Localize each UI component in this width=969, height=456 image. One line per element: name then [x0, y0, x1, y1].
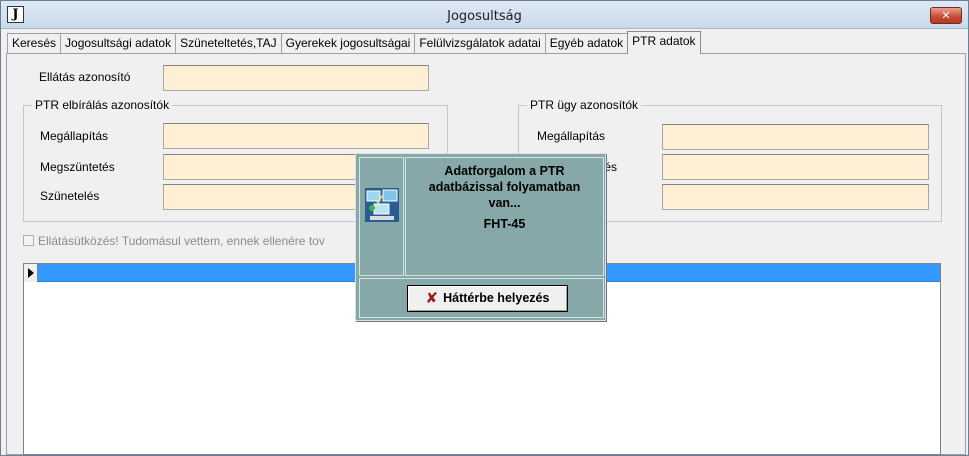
ellatas-azonosito-field[interactable]: [163, 65, 429, 91]
tab-label: Gyerekek jogosultságai: [285, 36, 411, 50]
dialog-code: FHT-45: [483, 217, 526, 231]
ellatasutkozes-checkbox-row[interactable]: Ellátásütközés! Tudomásul vettem, ennek …: [23, 234, 325, 248]
ugy-megszuntetes-field[interactable]: [662, 154, 929, 180]
close-x-icon: ✘: [425, 289, 439, 307]
ugy-megallapitas-field[interactable]: [662, 124, 929, 150]
dialog-button-area: ✘ Háttérbe helyezés: [359, 278, 604, 318]
ugy-megallapitas-label: Megállapítás: [537, 129, 606, 143]
ptr-ugy-group-title: PTR ügy azonosítók: [527, 98, 642, 112]
tab-szuneteltetes-taj[interactable]: Szüneteltetés,TAJ: [175, 33, 282, 53]
tab-strip: Keresés Jogosultsági adatok Szüneteltetés,…: [7, 31, 701, 54]
network-transfer-icon: [365, 188, 399, 222]
ellatasutkozes-checkbox-label: Ellátásütközés! Tudomásul vettem, ennek …: [38, 234, 325, 248]
elbiralas-megallapitas-field[interactable]: [163, 123, 429, 149]
tab-label: Egyéb adatok: [549, 36, 624, 50]
ellatasutkozes-checkbox[interactable]: [23, 235, 34, 246]
tab-label: Felülvizsgálatok adatai: [419, 36, 541, 50]
elbiralas-szuneteles-label: Szünetelés: [40, 189, 100, 203]
window-title: Jogosultság: [447, 9, 522, 24]
tab-label: Jogosultsági adatok: [65, 36, 172, 50]
ellatas-azonosito-label: Ellátás azonosító: [39, 70, 131, 84]
tab-gyerekek-jogosultsagai[interactable]: Gyerekek jogosultságai: [280, 33, 416, 53]
ptr-elbiralas-group-title: PTR elbírálás azonosítók: [32, 98, 173, 112]
close-button[interactable]: ✕: [930, 7, 962, 24]
dialog-icon-cell: [359, 157, 404, 276]
tab-kereses[interactable]: Keresés: [7, 33, 62, 53]
ptr-progress-dialog: Adatforgalom a PTR adatbázissal folyamat…: [355, 153, 606, 321]
title-bar[interactable]: J Jogosultság ✕: [1, 1, 968, 29]
tab-felulvizsgalatok-adatai[interactable]: Felülvizsgálatok adatai: [414, 33, 546, 53]
tab-label: PTR adatok: [632, 34, 696, 48]
tab-label: Szüneteltetés,TAJ: [180, 36, 277, 50]
ugy-szuneteles-field[interactable]: [662, 184, 929, 210]
tab-jogosultsagi-adatok[interactable]: Jogosultsági adatok: [60, 33, 177, 53]
elbiralas-megszuntetes-label: Megszüntetés: [40, 160, 115, 174]
tab-label: Keresés: [12, 36, 57, 50]
ptr-ugy-group: PTR ügy azonosítók: [518, 98, 942, 222]
row-indicator-arrow-icon: [24, 264, 38, 282]
ptr-elbiralas-group: PTR elbírálás azonosítók: [23, 98, 448, 222]
app-icon[interactable]: J: [7, 6, 24, 23]
dialog-text-cell: Adatforgalom a PTR adatbázissal folyamat…: [405, 157, 604, 276]
hatterbe-helyezes-button[interactable]: ✘ Háttérbe helyezés: [407, 285, 568, 312]
tab-egyeb-adatok[interactable]: Egyéb adatok: [544, 33, 629, 53]
elbiralas-megallapitas-label: Megállapítás: [40, 129, 109, 143]
tab-ptr-adatok[interactable]: PTR adatok: [627, 31, 701, 54]
ptr-adatok-panel: Ellátás azonosító PTR elbírálás azonosít…: [6, 53, 966, 455]
hatterbe-helyezes-label: Háttérbe helyezés: [443, 291, 550, 305]
dialog-message: Adatforgalom a PTR adatbázissal folyamat…: [428, 164, 581, 210]
